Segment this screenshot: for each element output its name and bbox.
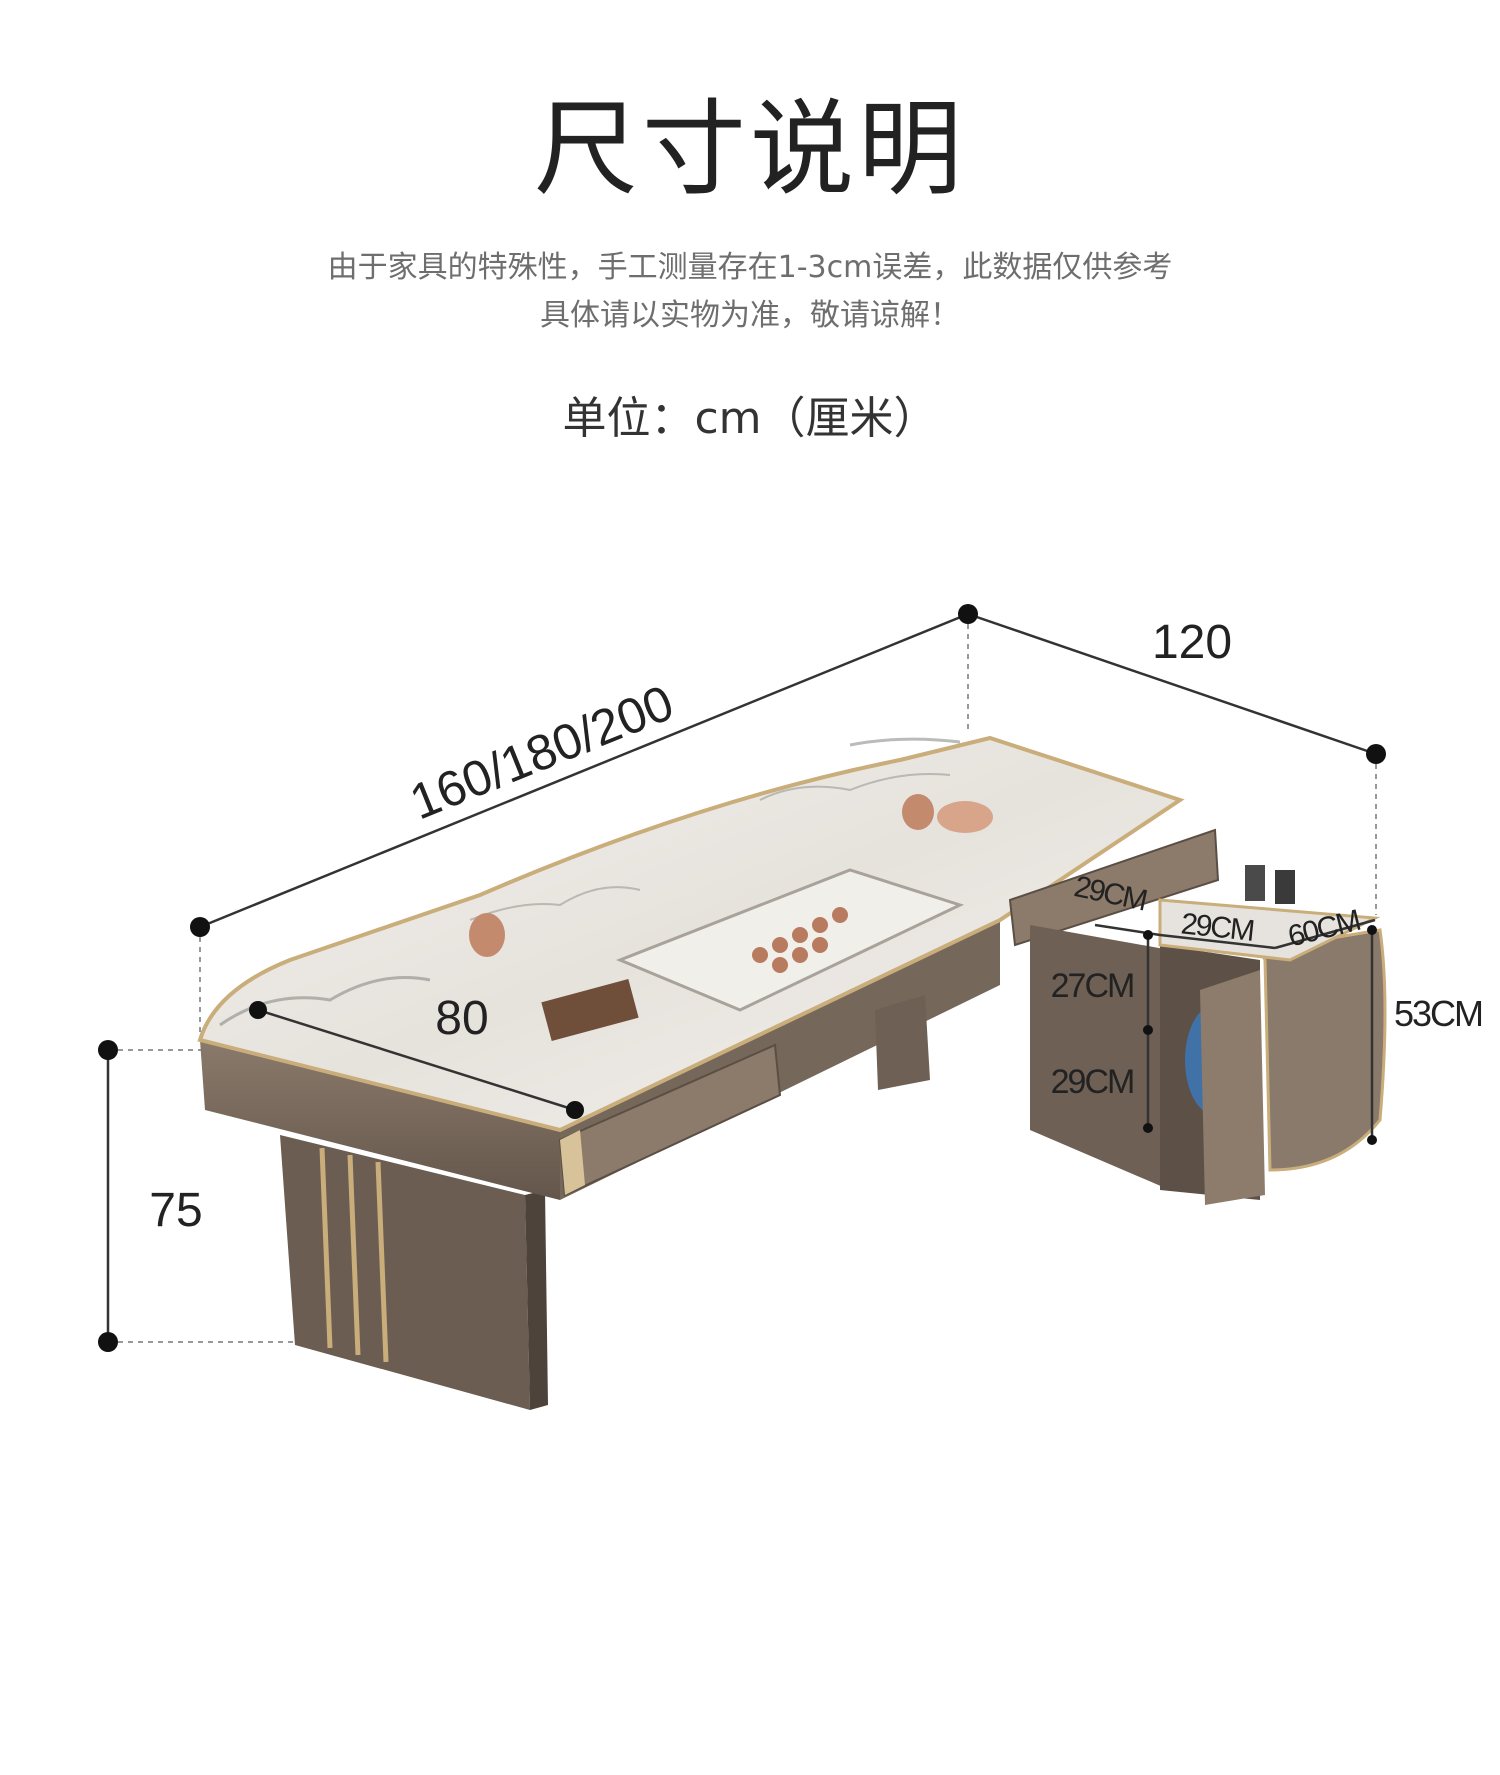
tea-bowl bbox=[937, 801, 993, 833]
cabinet-top bbox=[1158, 898, 1381, 962]
shelf-upper-label: 27CM bbox=[1051, 967, 1134, 1005]
side-depth-label: 120 bbox=[1152, 616, 1232, 669]
gold-rod bbox=[347, 1154, 361, 1356]
cabinet-width-line-3 bbox=[1274, 918, 1376, 950]
tea-tray bbox=[615, 868, 965, 1012]
front-drawer bbox=[558, 1043, 782, 1197]
cabinet-rounded-end bbox=[1257, 928, 1387, 1172]
length-line bbox=[199, 612, 969, 929]
cabinet-width-line-2 bbox=[1159, 933, 1276, 950]
tea-desk-illustration bbox=[197, 735, 1387, 1410]
desk-leg bbox=[280, 1135, 530, 1410]
height-label: 75 bbox=[149, 1184, 202, 1237]
teapot bbox=[469, 913, 505, 957]
disclaimer-line-2: 具体请以实物为准，敬请谅解！ bbox=[540, 298, 960, 333]
extension-lines bbox=[108, 614, 1377, 1343]
unit-label: 单位：cm（厘米） bbox=[562, 393, 938, 444]
teapot-small bbox=[902, 794, 934, 830]
depth-label: 80 bbox=[435, 992, 488, 1045]
tea-cups bbox=[752, 907, 848, 973]
side-drawer bbox=[1008, 828, 1220, 947]
side-depth-line bbox=[967, 612, 1377, 756]
lower-cabinet-door bbox=[875, 995, 930, 1090]
tea-mat bbox=[541, 979, 639, 1041]
gold-rod bbox=[319, 1147, 333, 1349]
shelf-lower-label: 29CM bbox=[1051, 1063, 1134, 1101]
length-label: 160/180/200 bbox=[402, 674, 681, 830]
desk-front-skirt bbox=[200, 1040, 560, 1200]
dimension-endpoints bbox=[98, 604, 1386, 1352]
cabinet-width-label-2: 29CM bbox=[1179, 907, 1254, 947]
cabinet-height-label: 53CM bbox=[1394, 993, 1482, 1034]
kettle bbox=[1275, 870, 1295, 904]
disclaimer-line-1: 由于家具的特殊性，手工测量存在1-3cm误差，此数据仅供参考 bbox=[327, 250, 1173, 285]
gold-rod bbox=[375, 1161, 389, 1363]
kettle bbox=[1245, 865, 1265, 901]
cabinet-left-panel bbox=[1030, 925, 1170, 1190]
page-title: 尺寸说明 bbox=[533, 88, 966, 210]
cabinet-door bbox=[1200, 970, 1265, 1205]
depth-line bbox=[257, 1008, 576, 1112]
